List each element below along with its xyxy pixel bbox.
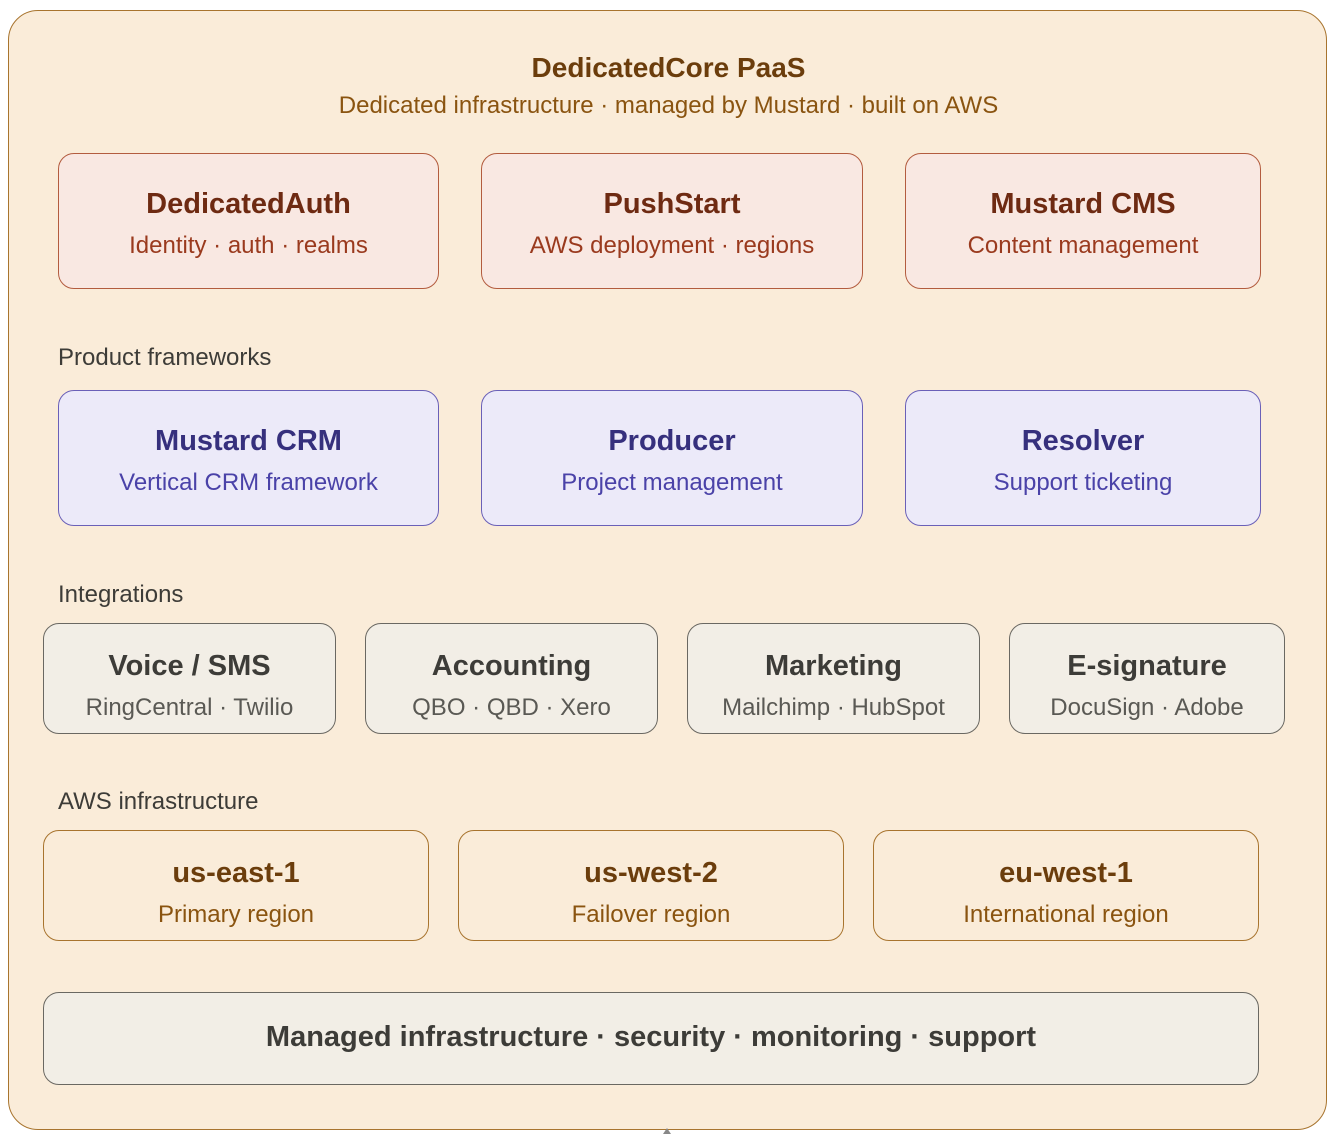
region-desc: International region (963, 901, 1169, 928)
managed-services-bar: Managed infrastructure · security · moni… (43, 992, 1259, 1085)
section-label-frameworks: Product frameworks (58, 344, 272, 371)
framework-desc: Project management (561, 469, 783, 496)
region-name: eu-west-1 (999, 857, 1133, 889)
aws-region-us-west-2: us-west-2 Failover region (458, 830, 844, 941)
service-desc: AWS deployment · regions (529, 232, 815, 259)
section-label-aws: AWS infrastructure (58, 788, 259, 815)
integration-desc: DocuSign · Adobe (1050, 694, 1244, 721)
framework-desc: Vertical CRM framework (119, 469, 378, 496)
framework-resolver: Resolver Support ticketing (905, 390, 1261, 526)
core-service-mustard-cms: Mustard CMS Content management (905, 153, 1261, 289)
aws-region-eu-west-1: eu-west-1 International region (873, 830, 1259, 941)
service-name: Mustard CMS (990, 188, 1176, 220)
diagram-subtitle: Dedicated infrastructure · managed by Mu… (338, 92, 999, 119)
integration-desc: RingCentral · Twilio (85, 694, 294, 721)
region-desc: Failover region (571, 901, 731, 928)
diagram-title: DedicatedCore PaaS (531, 52, 806, 83)
region-name: us-west-2 (584, 857, 718, 889)
framework-desc: Support ticketing (993, 469, 1173, 496)
integration-accounting: Accounting QBO · QBD · Xero (365, 623, 658, 734)
integration-name: Accounting (431, 650, 592, 682)
framework-producer: Producer Project management (481, 390, 863, 526)
service-desc: Content management (967, 232, 1199, 259)
managed-services-text: Managed infrastructure · security · moni… (265, 1021, 1037, 1053)
framework-mustard-crm: Mustard CRM Vertical CRM framework (58, 390, 439, 526)
service-name: DedicatedAuth (146, 188, 351, 220)
region-desc: Primary region (157, 901, 315, 928)
integration-name: E-signature (1067, 650, 1227, 682)
framework-name: Resolver (1021, 425, 1145, 457)
integration-name: Voice / SMS (108, 650, 271, 682)
caret-up-icon (663, 1128, 671, 1134)
integration-marketing: Marketing Mailchimp · HubSpot (687, 623, 980, 734)
framework-name: Producer (608, 425, 736, 457)
service-name: PushStart (603, 188, 741, 220)
section-label-integrations: Integrations (58, 581, 184, 608)
core-service-pushstart: PushStart AWS deployment · regions (481, 153, 863, 289)
integration-desc: QBO · QBD · Xero (412, 694, 611, 721)
core-service-dedicatedauth: DedicatedAuth Identity · auth · realms (58, 153, 439, 289)
framework-name: Mustard CRM (155, 425, 342, 457)
region-name: us-east-1 (172, 857, 300, 889)
integration-voice-sms: Voice / SMS RingCentral · Twilio (43, 623, 336, 734)
integration-e-signature: E-signature DocuSign · Adobe (1009, 623, 1285, 734)
integration-desc: Mailchimp · HubSpot (722, 694, 945, 721)
service-desc: Identity · auth · realms (129, 232, 368, 259)
integration-name: Marketing (765, 650, 902, 682)
aws-region-us-east-1: us-east-1 Primary region (43, 830, 429, 941)
